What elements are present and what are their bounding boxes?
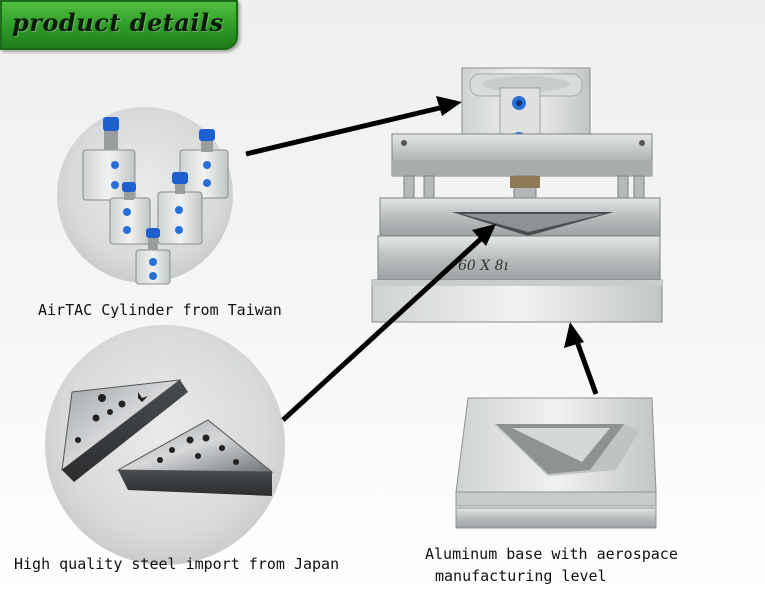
cylinder-unit [82,117,136,201]
cylinder-unit [179,129,229,199]
arrow-steel [281,224,496,422]
cylinder-unit [109,182,151,245]
press-die-assembly: 60 X 8ı [371,67,663,323]
header-title: product details [12,8,224,37]
caption-base-line1: Aluminum base with aerospace [425,545,678,563]
caption-cylinder: AirTAC Cylinder from Taiwan [38,301,282,319]
cylinder-unit [135,228,171,285]
aluminum-base-photo [455,397,657,529]
cylinder-unit [157,172,203,245]
die-marking: 60 X 8ı [458,258,508,274]
steel-triangle-plate [116,419,274,496]
steel-triangle-plate [61,379,188,482]
caption-base-line2: manufacturing level [435,567,607,585]
arrow-base [564,322,599,395]
arrow-cylinder [245,96,462,157]
caption-steel: High quality steel import from Japan [14,555,340,573]
header-tab: product details [0,0,238,50]
cylinder-photo [57,107,233,285]
steel-photo [45,325,285,565]
